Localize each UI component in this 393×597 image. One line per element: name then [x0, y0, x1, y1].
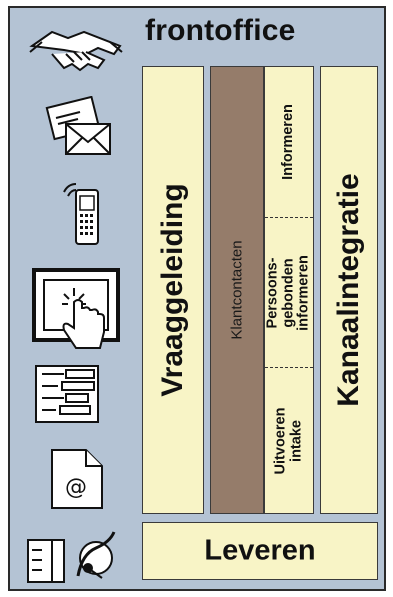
web-form-icon — [34, 364, 102, 426]
email-document-icon: @ — [50, 448, 104, 510]
informeren-label: Informeren — [280, 104, 297, 180]
svg-text:@: @ — [65, 475, 87, 500]
uitvoeren-intake-label: Uitvoeren intake — [272, 407, 304, 475]
service-cells: Informeren Persoons- gebonden informeren… — [264, 66, 314, 514]
handshake-icon — [28, 24, 124, 76]
mobile-phone-icon — [56, 178, 106, 248]
desk-and-headset-icon — [26, 528, 122, 586]
persoonsgebonden-cell: Persoons- gebonden informeren — [265, 217, 313, 368]
diagram-title: frontoffice — [145, 14, 296, 47]
mail-envelopes-icon — [44, 96, 114, 160]
klantcontacten-label: Klantcontacten — [228, 240, 246, 340]
uitvoeren-intake-cell: Uitvoeren intake — [265, 367, 313, 514]
klantcontacten-strip: Klantcontacten — [210, 66, 264, 514]
leveren-label: Leveren — [204, 534, 316, 567]
persoonsgebonden-label: Persoons- gebonden informeren — [264, 255, 312, 331]
touchscreen-icon — [32, 268, 122, 356]
vraaggeleiding-label: Vraaggeleiding — [156, 183, 189, 397]
informeren-cell: Informeren — [265, 67, 313, 217]
leveren-panel: Leveren — [142, 522, 378, 580]
kanaalintegratie-panel: Kanaalintegratie — [320, 66, 378, 514]
kanaalintegratie-label: Kanaalintegratie — [332, 173, 365, 407]
vraaggeleiding-panel: Vraaggeleiding — [142, 66, 204, 514]
